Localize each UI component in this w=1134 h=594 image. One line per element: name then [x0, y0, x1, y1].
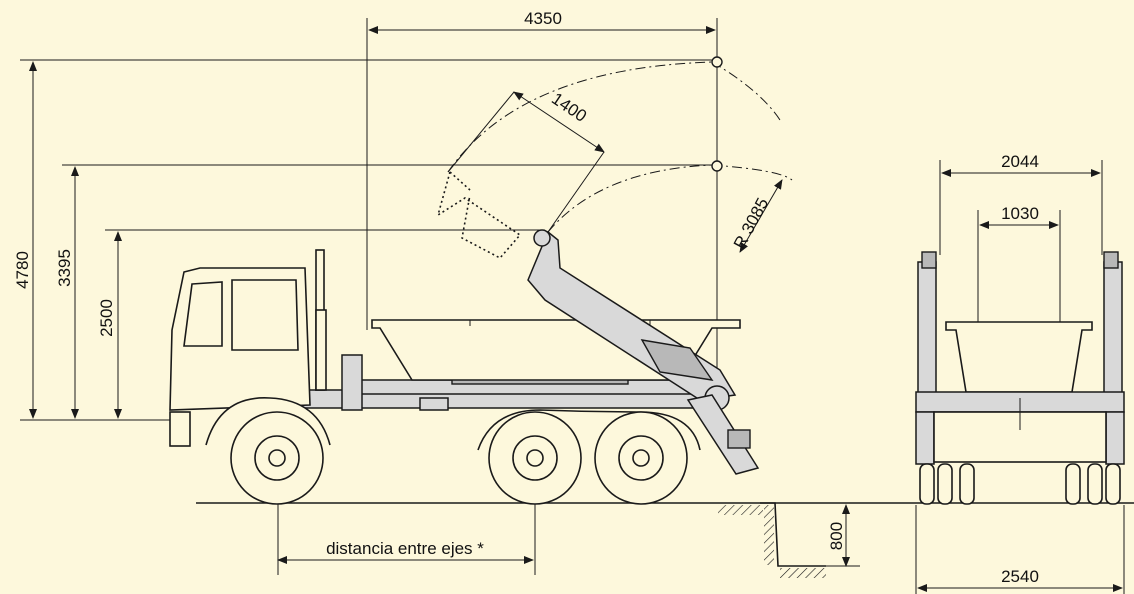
arm-phantom-position: [436, 171, 522, 260]
front-wheel: [230, 411, 324, 505]
dim-top-width: 2044: [1001, 152, 1039, 171]
dim-radius: R 3085: [730, 195, 773, 252]
dim-wheelbase-label: distancia entre ejes *: [326, 539, 484, 558]
dim-low-height: 2500: [97, 299, 116, 337]
dim-inner-width: 1030: [1001, 204, 1039, 223]
dim-mid-height: 3395: [55, 249, 74, 287]
dim-overall-width: 2540: [1001, 567, 1039, 586]
truck-side-view: [169, 229, 760, 505]
dim-max-height: 4780: [13, 251, 32, 289]
dim-pit-depth: 800: [827, 522, 846, 550]
reach-arcs: [447, 56, 793, 233]
extension-lines: [20, 18, 718, 421]
dim-arm-length: 1400: [548, 89, 590, 126]
rear-wheel-2: [594, 411, 688, 505]
ground-line: [196, 502, 1134, 578]
rear-wheel-1: [488, 411, 582, 505]
truck-rear-view: [915, 160, 1125, 594]
dim-overall-reach: 4350: [524, 9, 562, 28]
dimension-arrows: [29, 26, 860, 575]
